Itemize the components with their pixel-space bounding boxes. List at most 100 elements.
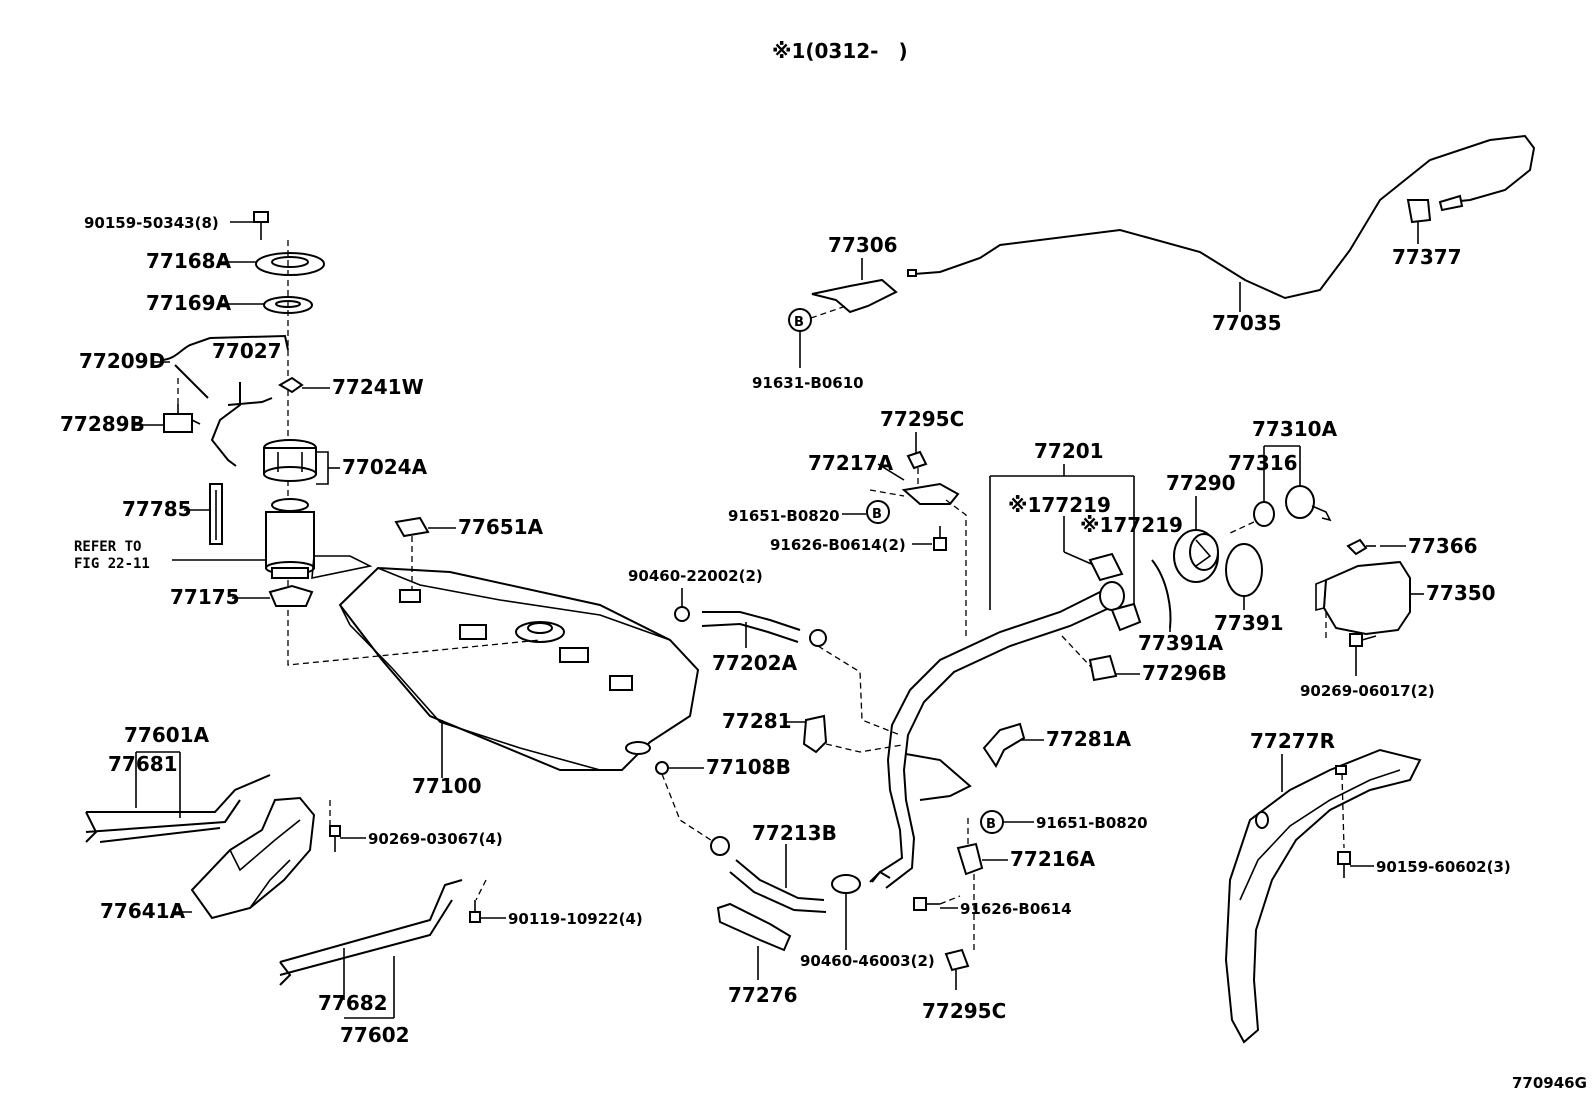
label-77108B: 77108B [706, 755, 791, 779]
cap-lid-group: 77290 77391A 77391 77316 77310A 77366 [1138, 417, 1496, 700]
clip-icon[interactable] [944, 948, 970, 972]
bolt-icon[interactable] [933, 526, 947, 551]
label-77289B: 77289B [60, 412, 145, 436]
bracket-77281A-icon[interactable] [982, 722, 1026, 768]
label-77306: 77306 [828, 233, 898, 257]
label-77219-a: ※177219 [1008, 493, 1111, 517]
marker-b-3: B [980, 810, 1004, 834]
fuel-tube-icon[interactable] [159, 334, 289, 399]
label-77027: 77027 [212, 339, 282, 363]
lid-opener-icon[interactable] [811, 278, 898, 314]
retainer-ring-icon[interactable] [255, 252, 325, 276]
label-91651-B0820-top: 91651-B0820 [728, 507, 840, 525]
tank-pad-icon[interactable] [394, 516, 430, 538]
filler-neck-icon[interactable] [1173, 529, 1219, 583]
hose-77202A-icon[interactable] [701, 611, 801, 643]
label-77169A: 77169A [146, 291, 232, 315]
hose-clamp-icon[interactable] [655, 761, 669, 775]
fuel-lid-icon[interactable] [1322, 560, 1411, 636]
bracket-77281-icon[interactable] [802, 714, 828, 754]
cap-gasket-icon[interactable] [1253, 501, 1275, 527]
gauge-bracket-icon[interactable] [163, 404, 201, 433]
bolt-icon[interactable] [329, 825, 341, 852]
bolt-icon[interactable] [913, 897, 940, 911]
filler-pipe-group: 77201 ※177219 ※177219 77296B 77281A B 91… [871, 439, 1227, 1023]
label-90269-06017: 90269-06017(2) [1300, 682, 1435, 700]
ring-77391A-icon[interactable] [1151, 559, 1172, 629]
label-90119-10922: 90119-10922(4) [508, 910, 643, 928]
label-90159-60602: 90159-60602(3) [1376, 858, 1511, 876]
hoses-group: 90460-22002(2) 77202A 77108B 77213B 7727… [628, 567, 935, 1007]
cable-end-icon[interactable] [1406, 199, 1432, 224]
clip-icon[interactable] [278, 376, 304, 394]
fender-liner-icon[interactable] [1224, 748, 1422, 1044]
bolt-icon[interactable] [253, 211, 269, 240]
label-77290: 77290 [1166, 471, 1236, 495]
hose-clamp-icon[interactable] [809, 629, 827, 647]
label-77100: 77100 [412, 774, 482, 798]
tank-strap-lower-icon[interactable] [279, 879, 463, 976]
label-77219-b: ※177219 [1080, 513, 1183, 537]
label-77241W: 77241W [332, 375, 424, 399]
label-77202A: 77202A [712, 651, 798, 675]
pump-filter-icon[interactable] [263, 439, 317, 482]
bolt-icon[interactable] [1349, 633, 1377, 647]
label-77316: 77316 [1228, 451, 1298, 475]
label-77785: 77785 [122, 497, 192, 521]
filler-bracket-icon[interactable] [1110, 602, 1142, 632]
label-77217A: 77217A [808, 451, 894, 475]
clip-77296B-icon[interactable] [1088, 654, 1118, 682]
pump-bracket-icon[interactable] [268, 584, 314, 607]
label-77377: 77377 [1392, 245, 1462, 269]
lid-opener-group: 77306 B 91631-B0610 77377 77035 [752, 134, 1536, 392]
label-91626-B0614-2: 91626-B0614(2) [770, 536, 906, 554]
hose-clamp-icon[interactable] [831, 874, 861, 894]
bracket-77216A-icon[interactable] [956, 842, 984, 876]
label-77391: 77391 [1214, 611, 1284, 635]
fuel-cap-icon[interactable] [1285, 485, 1332, 522]
label-91626-B0614: 91626-B0614 [960, 900, 1072, 918]
label-77276: 77276 [728, 983, 798, 1007]
svg-text:B: B [986, 817, 996, 832]
label-77281A: 77281A [1046, 727, 1132, 751]
fuel-sender-icon[interactable] [209, 483, 223, 545]
label-77213B: 77213B [752, 821, 837, 845]
label-77651A: 77651A [458, 515, 544, 539]
label-77310A: 77310A [1252, 417, 1338, 441]
clip-icon[interactable] [906, 450, 928, 470]
label-77216A: 77216A [1010, 847, 1096, 871]
label-90269-03067: 90269-03067(4) [368, 830, 503, 848]
fuel-pump-icon[interactable] [265, 498, 315, 579]
hose-77213B-icon[interactable] [729, 859, 827, 913]
fender-liner-group: 77277R 90159-60602(3) [1224, 729, 1511, 1044]
svg-text:B: B [872, 507, 882, 522]
label-77350: 77350 [1426, 581, 1496, 605]
opener-cable-icon[interactable] [913, 134, 1536, 300]
filler-brackets-group: 77295C 77217A 91651-B0820 B 91626-B0614(… [728, 407, 967, 640]
marker-b-2: B [866, 500, 890, 524]
header-note: ※1(0312- ) [772, 39, 908, 63]
gasket-77391-icon[interactable] [1225, 543, 1263, 597]
filler-bracket-icon[interactable] [1088, 552, 1124, 582]
filler-pipe-icon[interactable] [871, 589, 1119, 889]
figure-code: 770946G [1512, 1074, 1587, 1092]
label-77024A: 77024A [342, 455, 428, 479]
bracket-77217A-icon[interactable] [901, 482, 960, 505]
label-90460-22002: 90460-22002(2) [628, 567, 763, 585]
screw-icon[interactable] [1346, 538, 1376, 556]
bolt-icon[interactable] [469, 900, 481, 923]
hose-clamp-icon[interactable] [674, 606, 690, 622]
label-77209D: 77209D [79, 349, 165, 373]
label-77296B: 77296B [1142, 661, 1227, 685]
label-77295C-top: 77295C [880, 407, 964, 431]
label-77168A: 77168A [146, 249, 232, 273]
bolt-icon[interactable] [1337, 851, 1351, 878]
label-77681: 77681 [108, 752, 178, 776]
tank-strap-icon[interactable] [85, 774, 271, 833]
refer-line1: REFER TO [74, 539, 141, 555]
label-77682: 77682 [318, 991, 388, 1015]
hose-77276-icon[interactable] [716, 902, 792, 952]
label-77295C-bot: 77295C [922, 999, 1006, 1023]
hose-clamp-icon[interactable] [710, 836, 730, 856]
